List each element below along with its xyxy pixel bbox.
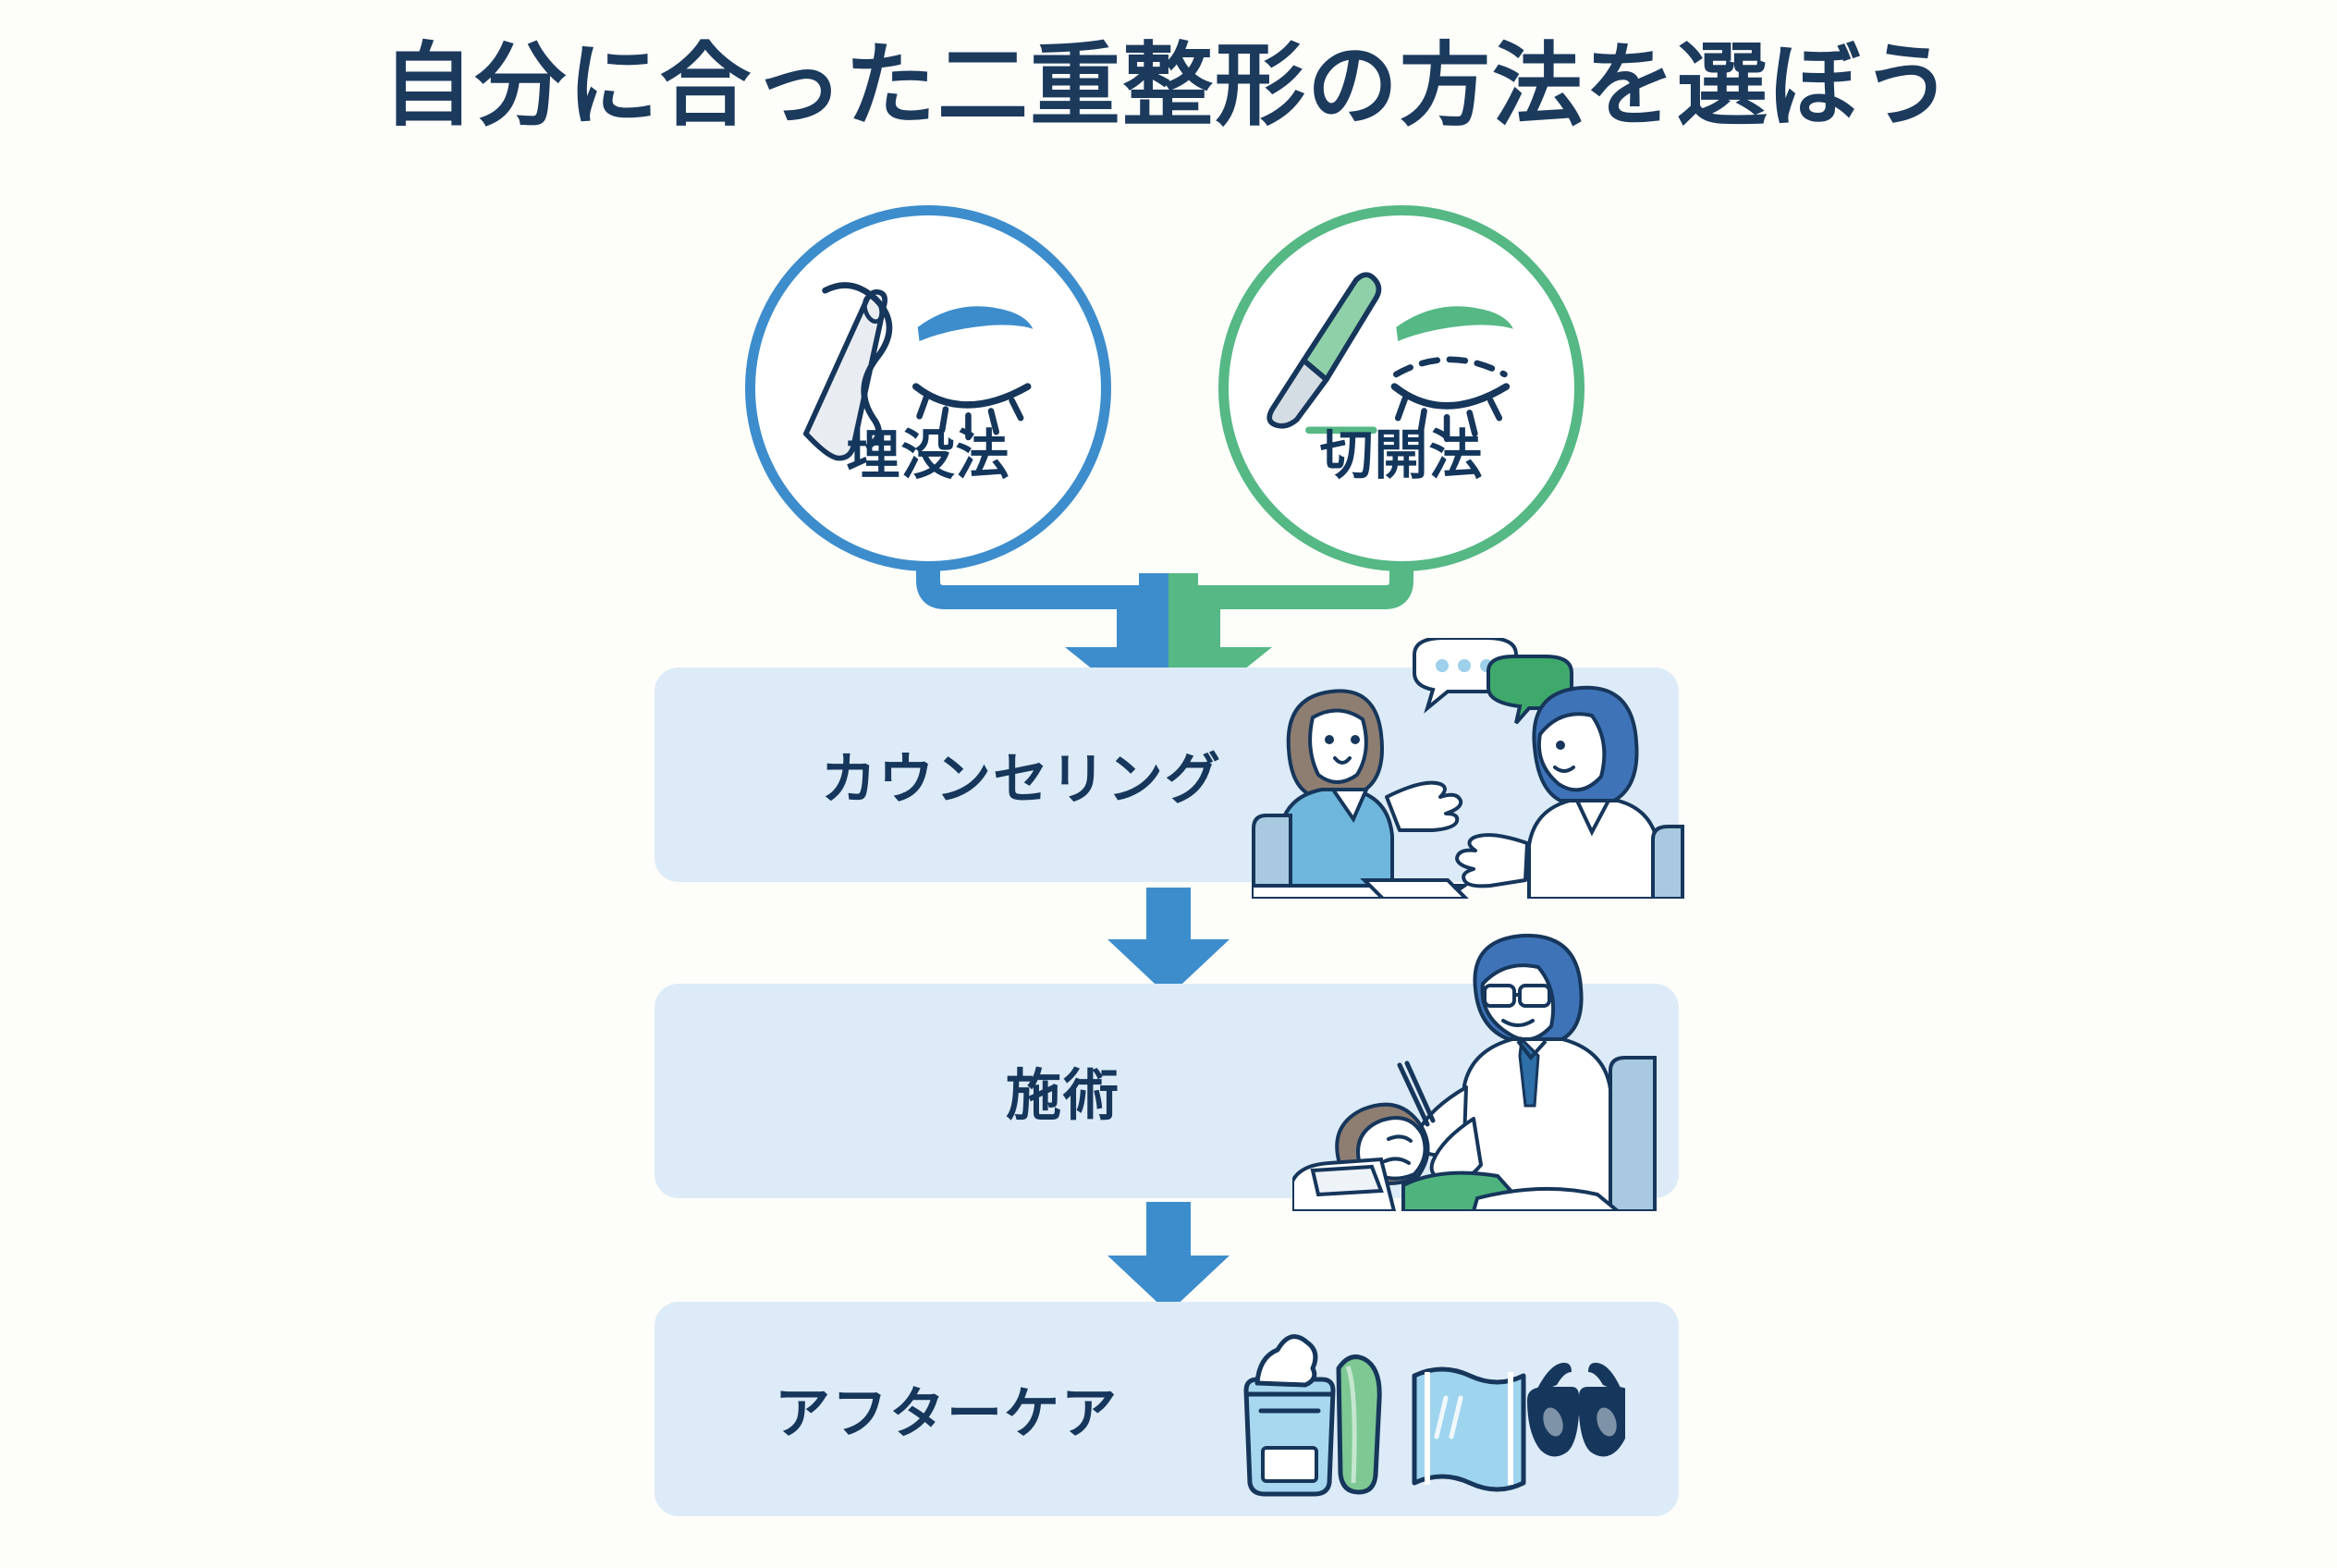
sunglasses-icon <box>1527 1363 1625 1457</box>
step-label-procedure: 施術 <box>1006 1064 1120 1127</box>
step-label-aftercare: アフターケア <box>775 1382 1119 1445</box>
method-label-sekkai: 切開法 <box>1319 425 1484 485</box>
step-card-aftercare[interactable]: アフターケア <box>655 1302 1679 1516</box>
cream-jar-icon <box>1243 1334 1336 1497</box>
arrow-counseling-to-procedure <box>1107 888 1230 997</box>
aftercare-items-illustration <box>1209 1302 1625 1516</box>
step-card-procedure[interactable]: 施術 <box>655 984 1679 1198</box>
page-title: 自分に合った二重整形の方法を選ぼう <box>382 34 1954 136</box>
arrow-procedure-to-aftercare <box>1107 1202 1230 1313</box>
jar-lid-icon <box>1336 1354 1382 1495</box>
scalpel-dashed-eyelid-icon <box>1266 272 1513 443</box>
method-circle-sekkai[interactable]: 切開法 <box>1218 205 1585 571</box>
method-label-maibotsu: 埋没法 <box>846 425 1010 485</box>
cooling-sheet-icon <box>1412 1366 1526 1492</box>
step-card-counseling[interactable]: カウンセリング <box>655 668 1679 882</box>
needle-thread-closed-eye-icon <box>802 282 1034 461</box>
method-circle-maibotsu[interactable]: 埋没法 <box>745 205 1111 571</box>
step-label-counseling: カウンセリング <box>821 748 1222 811</box>
